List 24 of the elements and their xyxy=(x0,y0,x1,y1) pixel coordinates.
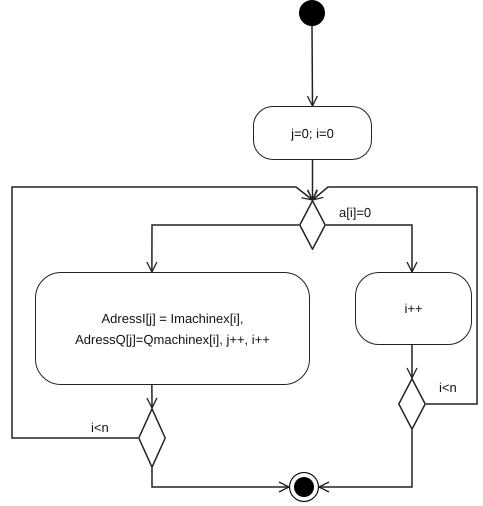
initial-node xyxy=(299,0,325,26)
activity-box xyxy=(355,272,472,345)
activity-text: AdressI[j] = Imachinex[i], AdressQ[j]=Qmachinex[i], j++, i++ xyxy=(74,310,271,349)
decision-diamond xyxy=(138,408,166,468)
edge-label: i<n xyxy=(438,380,458,395)
arrow xyxy=(306,26,318,107)
arrow xyxy=(318,430,413,493)
activity-text: j=0; i=0 xyxy=(291,124,334,143)
edge-label: i<n xyxy=(90,420,110,435)
arrow xyxy=(146,224,299,273)
activity-text: i++ xyxy=(404,300,423,318)
final-node xyxy=(289,472,319,502)
edge-label: a[i]=0 xyxy=(338,205,372,220)
arrow xyxy=(406,345,418,379)
arrow xyxy=(11,186,314,439)
arrow xyxy=(146,385,158,409)
decision-diamond xyxy=(398,378,426,430)
activity-box xyxy=(35,272,310,385)
decision-diamond xyxy=(299,200,326,250)
arrow xyxy=(312,186,478,405)
arrow xyxy=(151,468,290,493)
arrow xyxy=(326,224,418,273)
activity-box xyxy=(253,106,372,160)
arrow xyxy=(306,160,318,201)
